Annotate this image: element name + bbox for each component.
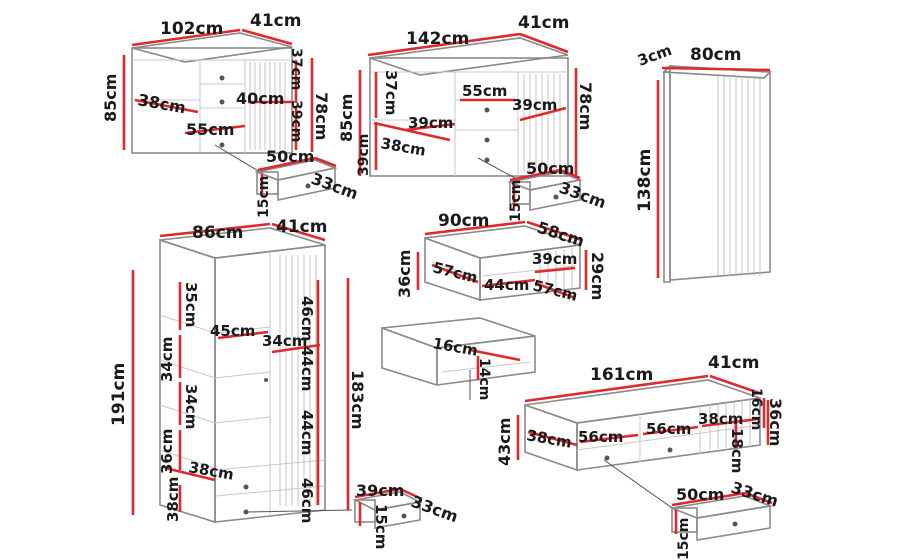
dim-label: 44cm xyxy=(298,346,316,391)
dim-label: 55cm xyxy=(462,82,507,100)
dim-label: 29cm xyxy=(588,252,607,300)
dim-label: 44cm xyxy=(298,410,316,455)
dim-label: 39cm xyxy=(532,250,577,268)
drawer-detail-3 xyxy=(352,487,423,529)
dim-label: 34cm xyxy=(182,384,200,429)
dim-label: 50cm xyxy=(266,147,314,166)
dim-label: 15cm xyxy=(256,176,272,218)
dim-label: 38cm xyxy=(379,134,427,160)
dim-label: 50cm xyxy=(526,159,574,178)
dim-label: 90cm xyxy=(438,211,489,231)
dim-label: 39cm xyxy=(288,100,304,142)
dim-label: 18cm xyxy=(728,428,746,473)
dim-label: 46cm xyxy=(298,478,316,523)
dim-label: 56cm xyxy=(646,420,691,438)
dim-label: 34cm xyxy=(158,337,176,382)
dim-label: 44cm xyxy=(484,276,529,294)
dim-label: 39cm xyxy=(356,134,372,176)
drawer-detail-4 xyxy=(669,491,773,541)
dim-label: 33cm xyxy=(729,478,781,511)
dim-label: 15cm xyxy=(372,504,390,549)
dim-label: 161cm xyxy=(590,365,653,385)
dim-label: 38cm xyxy=(698,410,743,428)
dim-label: 85cm xyxy=(337,94,356,142)
sideboard xyxy=(358,32,578,179)
dim-label: 35cm xyxy=(182,282,200,327)
dim-label: 16cm xyxy=(748,388,764,430)
dim-label: 43cm xyxy=(495,418,514,466)
dim-label: 191cm xyxy=(109,363,129,426)
dim-label: 138cm xyxy=(635,149,655,212)
table-drawer-detail xyxy=(381,317,536,400)
dim-label: 38cm xyxy=(136,90,187,117)
dim-label: 38cm xyxy=(187,458,235,484)
dim-label: 36cm xyxy=(158,429,176,474)
dim-label: 78cm xyxy=(312,92,331,140)
dim-label: 38cm xyxy=(525,426,573,452)
dim-label: 33cm xyxy=(557,178,609,212)
dimension-labels: 102cm 41cm 85cm 38cm 55cm 40cm 37cm 39cm… xyxy=(101,11,785,560)
drawer-detail-2 xyxy=(507,168,583,211)
tv-stand xyxy=(516,374,770,511)
dim-label: 56cm xyxy=(578,428,623,446)
dim-label: 14cm xyxy=(476,358,492,400)
dim-label: 41cm xyxy=(276,217,327,237)
dim-label: 80cm xyxy=(690,45,741,65)
dim-label: 78cm xyxy=(576,82,595,130)
dim-label: 55cm xyxy=(186,120,234,139)
dim-label: 45cm xyxy=(210,322,255,340)
dim-label: 46cm xyxy=(298,296,316,341)
dim-label: 39cm xyxy=(408,114,453,132)
dim-label: 36cm xyxy=(395,250,414,298)
dim-label: 15cm xyxy=(676,518,692,560)
dim-label: 36cm xyxy=(766,398,785,446)
dim-label: 183cm xyxy=(348,370,367,430)
dim-label: 86cm xyxy=(192,223,243,243)
dim-label: 38cm xyxy=(164,477,182,522)
dim-label: 58cm xyxy=(535,218,587,251)
dim-label: 40cm xyxy=(236,89,284,108)
dresser-small xyxy=(122,28,314,176)
dim-label: 37cm xyxy=(288,48,304,90)
dim-label: 16cm xyxy=(431,334,479,360)
dim-label: 39cm xyxy=(356,481,404,500)
drawer-detail-1 xyxy=(254,156,338,201)
dim-label: 34cm xyxy=(262,332,307,350)
wall-panel xyxy=(656,65,772,283)
dim-label: 37cm xyxy=(382,70,400,115)
dim-label: 41cm xyxy=(518,13,569,33)
dim-label: 41cm xyxy=(708,353,759,373)
dim-label: 102cm xyxy=(160,19,223,39)
dim-label: 41cm xyxy=(250,11,301,31)
dim-label: 85cm xyxy=(101,74,120,122)
dim-label: 142cm xyxy=(406,29,469,49)
coffee-table xyxy=(416,220,588,302)
dim-label: 3cm xyxy=(635,41,674,70)
dim-label: 39cm xyxy=(512,96,557,114)
wardrobe xyxy=(131,222,353,524)
dim-label: 50cm xyxy=(676,485,724,504)
dim-label: 15cm xyxy=(508,180,524,222)
dim-label: 57cm xyxy=(431,258,479,286)
